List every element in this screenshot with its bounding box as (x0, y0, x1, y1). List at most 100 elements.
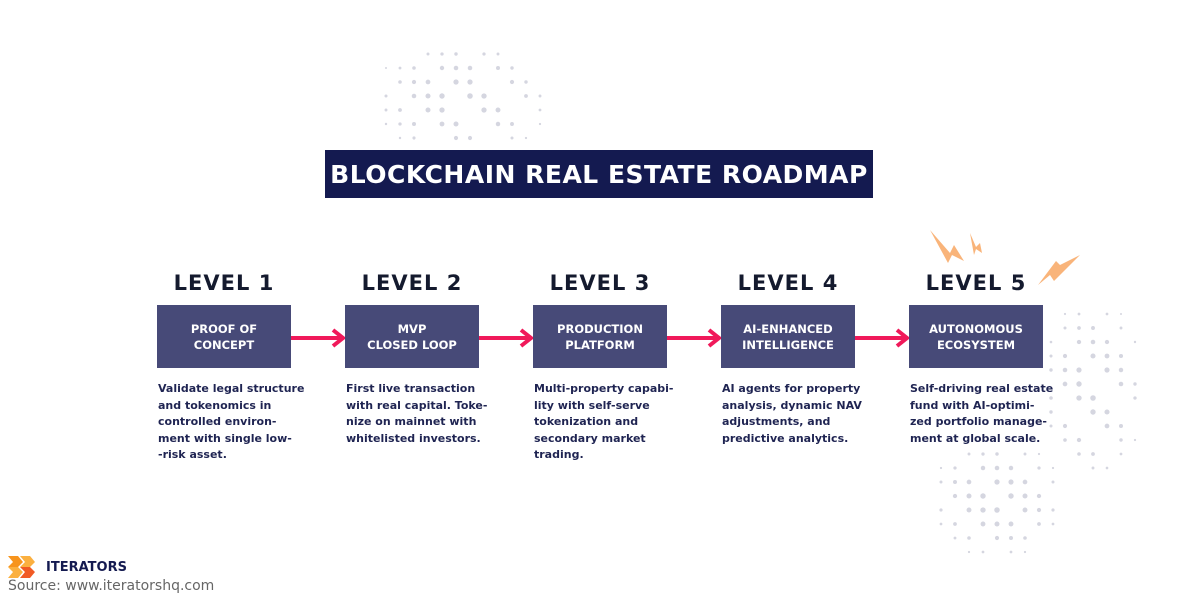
decorative-dot (952, 493, 958, 499)
level-4-label: LEVEL 4 (737, 271, 839, 295)
decorative-dot (510, 136, 514, 140)
decorative-dot (1023, 452, 1027, 456)
decorative-dot (1022, 507, 1028, 513)
level-3-label: LEVEL 3 (549, 271, 651, 295)
decorative-dot (1036, 493, 1042, 499)
decorative-dot (1118, 381, 1124, 387)
box-title-line: AI-ENHANCED (743, 321, 833, 336)
decorative-dot (939, 466, 943, 470)
decorative-dot (980, 507, 986, 513)
decorative-dot (453, 79, 459, 85)
description-line: Validate legal structure (158, 382, 305, 395)
decorative-dot (524, 136, 528, 140)
box-title-line: CLOSED LOOP (367, 337, 457, 352)
decorative-dot (426, 52, 430, 56)
decorative-dot (939, 522, 943, 526)
decorative-dot (495, 121, 501, 127)
decorative-dot (1063, 438, 1067, 442)
description-line: ment with single low- (158, 431, 292, 445)
description-line: zed portfolio manage- (910, 415, 1047, 428)
decorative-dot (1077, 312, 1081, 316)
source-link[interactable]: Source: www.iteratorshq.com (8, 578, 215, 594)
decorative-dot (939, 480, 943, 484)
decorative-dot (1076, 395, 1082, 401)
decorative-dot (1090, 395, 1096, 401)
decorative-dot (439, 93, 445, 99)
decorative-dot (994, 507, 1000, 513)
description-line: predictive analytics. (722, 431, 849, 445)
description-line: First live transaction (346, 382, 476, 395)
decorative-dot (1008, 493, 1014, 499)
decorative-dot (994, 465, 1000, 471)
decorative-dot (980, 521, 986, 527)
brand-name: ITERATORS (46, 559, 127, 575)
decorative-dot (967, 452, 971, 456)
decorative-dot (398, 80, 402, 84)
box-title-line: MVP (397, 321, 427, 336)
decorative-dot (496, 66, 500, 70)
decorative-dot (412, 136, 416, 140)
decorative-dot (398, 136, 402, 140)
description-line: analysis, dynamic NAV (722, 398, 862, 412)
decorative-dot (538, 108, 542, 112)
decorative-dot (1091, 452, 1095, 456)
description-line: and tokenomics in (158, 398, 272, 412)
decorative-dot (1076, 367, 1082, 373)
description-line: Self-driving real estate (910, 382, 1054, 395)
decorative-dot (1133, 396, 1137, 400)
decorative-dot (1090, 339, 1096, 345)
decorative-dot (981, 550, 985, 554)
description-line: ment at global scale. (910, 431, 1041, 445)
decorative-dot (1062, 381, 1068, 387)
decorative-dot (1049, 368, 1053, 372)
decorative-dot (1119, 438, 1123, 442)
decorative-dot (966, 493, 972, 499)
decorative-dot (1037, 466, 1041, 470)
decorative-dot (439, 65, 445, 71)
decorative-dot (1023, 550, 1027, 554)
decorative-dot (481, 107, 487, 113)
decorative-dot (453, 121, 459, 127)
decorative-dot (1118, 367, 1124, 373)
decorative-dot (384, 122, 388, 126)
decorative-dot (1104, 339, 1110, 345)
decorative-dot (1023, 536, 1027, 540)
box-title-line: PRODUCTION (557, 321, 643, 336)
decorative-dot (1037, 452, 1041, 456)
arrow-icon (479, 328, 533, 348)
decorative-dot (1051, 522, 1055, 526)
page-title: BLOCKCHAIN REAL ESTATE ROADMAP (325, 150, 873, 198)
arrow-icon (855, 328, 909, 348)
description-line: controlled environ- (158, 415, 277, 428)
decorative-dot (1051, 466, 1055, 470)
decorative-dot (980, 493, 986, 499)
decorative-dot (1049, 340, 1053, 344)
decorative-dot (1008, 479, 1014, 485)
decorative-dot (467, 93, 473, 99)
decorative-dot (398, 122, 402, 126)
decorative-dot (467, 79, 473, 85)
decorative-dot (1119, 312, 1123, 316)
decorative-dot (1076, 339, 1082, 345)
box-title-line: INTELLIGENCE (742, 337, 834, 352)
description-line: secondary market (534, 431, 646, 445)
decorative-dot (481, 93, 487, 99)
decorative-dot (1076, 437, 1082, 443)
decorative-dot (510, 122, 514, 126)
description-line: whitelisted investors. (346, 431, 481, 445)
decorative-dot (980, 465, 986, 471)
decorative-dot (1105, 466, 1109, 470)
box-title-line: PROOF OF (190, 321, 258, 336)
decorative-dot (1049, 410, 1053, 414)
decorative-dot (1090, 353, 1096, 359)
decorative-dot (1009, 550, 1013, 554)
decorative-dot (1076, 381, 1082, 387)
decorative-dot (425, 79, 431, 85)
level-3-description: Multi-property capabi-lity with self-ser… (534, 381, 679, 464)
decorative-dot (440, 52, 444, 56)
description-line: tokenization and (534, 415, 639, 428)
decorative-dot (939, 508, 943, 512)
